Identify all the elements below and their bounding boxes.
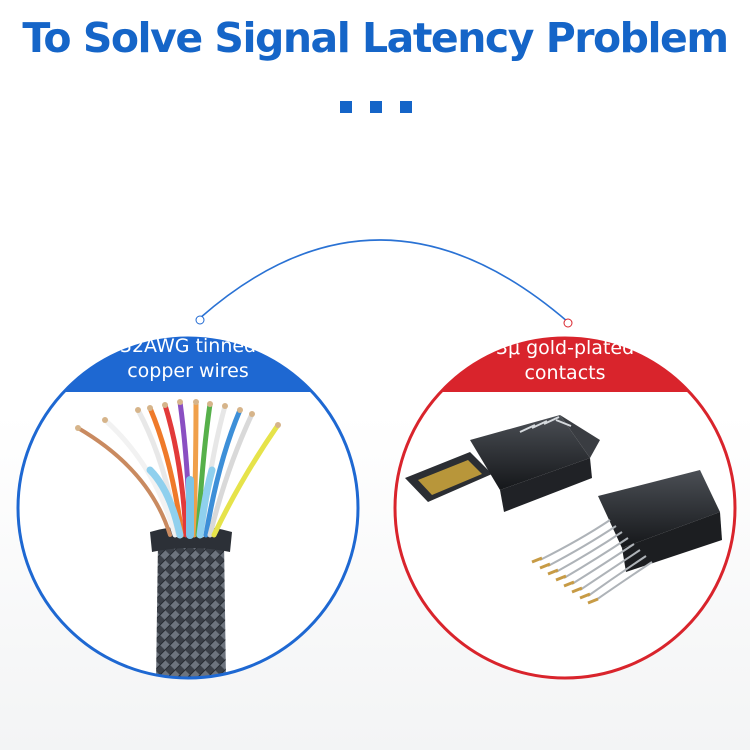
arc-endpoint-left <box>195 315 205 325</box>
gold-connector-illustration <box>405 415 722 605</box>
braided-cable-illustration <box>75 399 281 678</box>
left-callout-line: copper wires <box>127 360 249 382</box>
right-callout-line: 3μ gold-plated <box>495 337 635 359</box>
ellipsis-dot <box>370 101 382 113</box>
left-callout-line: 32AWG tinned <box>119 335 257 357</box>
right-circle <box>393 336 737 680</box>
ellipsis-dot <box>400 101 412 113</box>
right-callout-line: contacts <box>524 362 606 384</box>
right-callout-label: 3μ gold-plated contacts <box>465 336 665 386</box>
connector-arc <box>199 239 569 323</box>
left-callout-label: 32AWG tinned copper wires <box>88 334 288 384</box>
page-title: To Solve Signal Latency Problem <box>22 14 729 62</box>
ellipsis-dot <box>340 101 352 113</box>
arc-endpoint-right <box>563 318 573 328</box>
